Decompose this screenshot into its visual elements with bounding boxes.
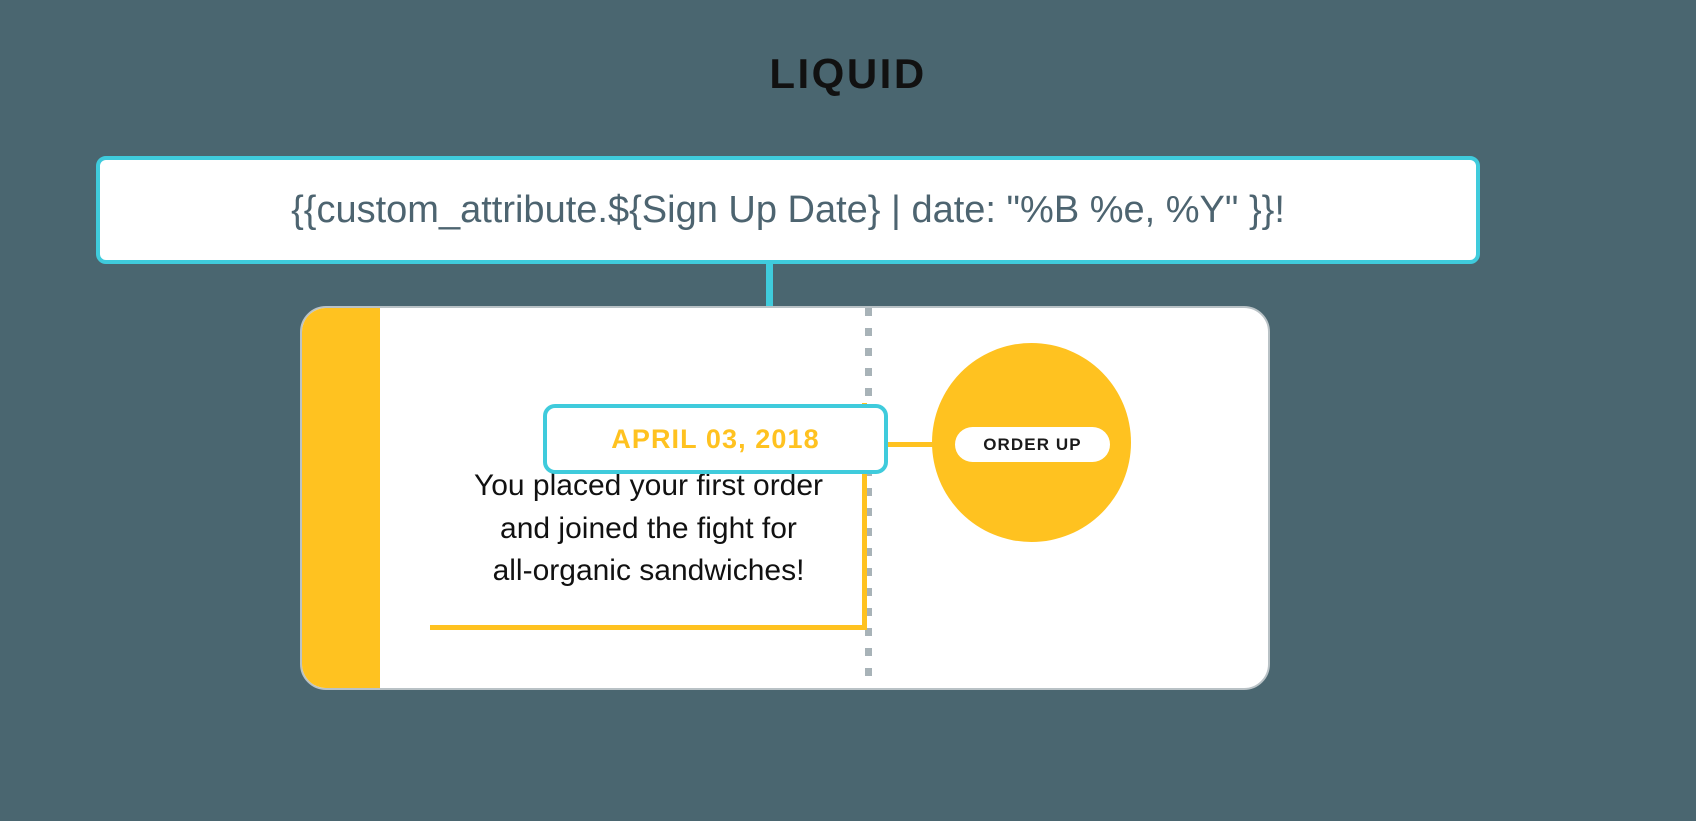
card-accent-sidebar [302,308,380,688]
message-body-text: You placed your first order and joined t… [430,465,867,593]
connector-line [866,442,976,447]
date-badge[interactable]: APRIL 03, 2018 [543,404,888,474]
date-badge-text: APRIL 03, 2018 [611,423,820,454]
message-body-line-2: and joined the fight for [500,511,797,545]
order-up-badge[interactable]: ORDER UP [955,427,1110,462]
email-preview-card: You placed your first order and joined t… [300,306,1270,690]
message-body-line-1: You placed your first order [473,469,824,502]
liquid-code-text: {{custom_attribute.${Sign Up Date} | dat… [291,188,1285,231]
liquid-code-box[interactable]: {{custom_attribute.${Sign Up Date} | dat… [96,156,1480,264]
message-body-line-3: all-organic sandwiches! [492,554,805,588]
page-title: LIQUID [769,50,927,97]
message-text-block: You placed your first order and joined t… [430,403,867,630]
dotted-divider [865,308,872,688]
order-up-label: ORDER UP [983,434,1082,454]
